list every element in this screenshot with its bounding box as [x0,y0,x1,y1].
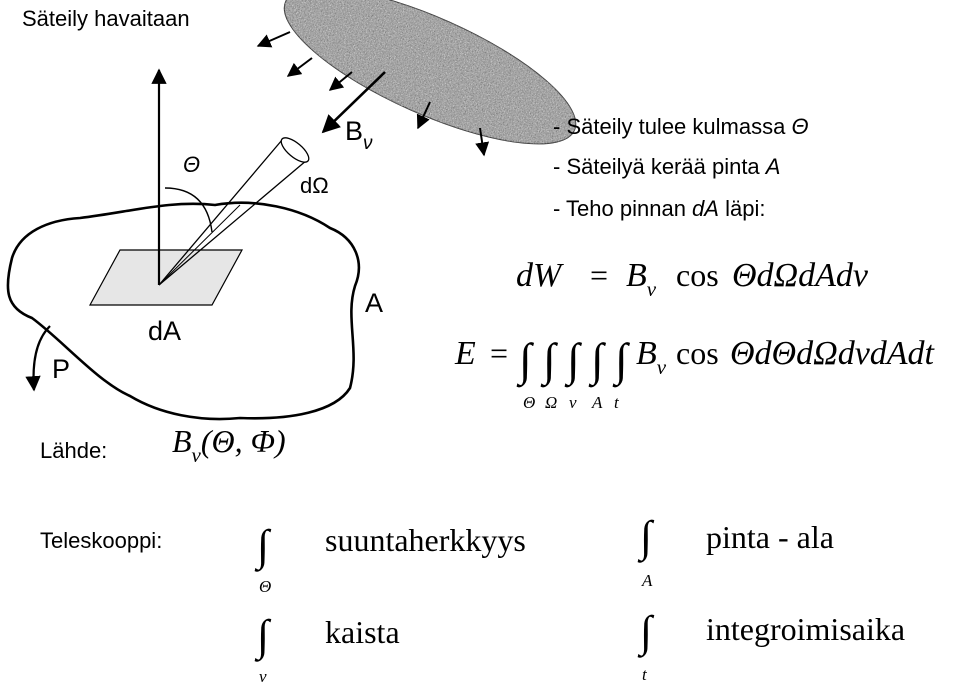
dW-formula: dW = Bν cos ΘdΩdAdν [516,257,869,301]
integral-sign: ∫ [612,334,630,388]
integral-sign: ∫ [540,334,558,388]
integral-sign: ∫ [564,334,582,388]
item-text: suuntaherkkyys [325,522,526,558]
telescope-items: ∫ Θ suuntaherkkyys ∫ A pinta - ala ∫ ν k… [254,512,905,685]
dA-label: dA [148,316,181,346]
dW-lhs: dW [516,257,564,294]
notes-list: - Säteily tulee kulmassa Θ - Säteilyä ke… [553,114,809,221]
surface-outline [6,201,361,421]
limit-label: ν [259,667,267,685]
source-label: Lähde: [40,438,107,463]
P-label: P [52,354,70,384]
limit-label: Ω [545,393,557,412]
E-rest: ΘdΘdΩdνdAdt [730,335,936,372]
E-limits: Θ Ω ν A t [523,393,620,412]
dW-equals: = [590,257,608,293]
limit-label: t [614,393,620,412]
source-function: Bν(Θ, Φ) [172,423,286,467]
limit-label: Θ [523,393,535,412]
limit-label: A [591,393,603,412]
telescope-item: ∫ A pinta - ala [637,512,834,590]
dW-rest: ΘdΩdAdν [732,257,869,294]
integral-sign: ∫ [637,512,655,563]
E-cos: cos [676,335,719,371]
item-text: pinta - ala [706,519,834,555]
integral-sign: ∫ [254,521,272,572]
limit-label: t [642,665,648,684]
telescope-item: ∫ ν kaista [254,611,400,685]
integral-sign: ∫ [637,607,655,658]
solid-angle-cone [158,137,310,286]
limit-label: Θ [259,577,271,596]
integral-sign: ∫ [254,611,272,662]
E-integral-signs: ∫ ∫ ∫ ∫ ∫ [516,334,630,388]
E-B: Bν [636,335,667,379]
limit-label: ν [569,393,577,412]
note-item: - Teho pinnan dA läpi: [553,196,765,221]
A-label: A [365,288,383,318]
radiation-arrows [256,31,490,157]
telescope-item: ∫ t integroimisaika [637,607,905,684]
dW-cos: cos [676,257,719,293]
E-equals: = [490,335,508,371]
source-cloud [283,0,577,145]
dOmega-label: dΩ [300,173,329,198]
E-lhs: E [454,335,476,372]
dW-B: Bν [626,257,657,301]
B-nu-label: Bν [345,116,373,154]
note-item: - Säteilyä kerää pinta A [553,154,780,179]
B-nu-arrow [321,71,386,134]
theta-label: Θ [183,152,200,177]
E-formula: E = ∫ ∫ ∫ ∫ ∫ Θ Ω ν A t Bν cos ΘdΘdΩdνdA… [454,334,936,412]
integral-sign: ∫ [588,334,606,388]
note-item: - Säteily tulee kulmassa Θ [553,114,809,139]
theta-arc [164,187,213,233]
P-arrow [25,325,51,392]
item-text: kaista [325,614,400,650]
limit-label: A [641,571,653,590]
integral-sign: ∫ [516,334,534,388]
item-text: integroimisaika [706,611,905,647]
title: Säteily havaitaan [22,6,190,31]
telescope-item: ∫ Θ suuntaherkkyys [254,521,526,596]
telescope-label: Teleskooppi: [40,528,162,553]
